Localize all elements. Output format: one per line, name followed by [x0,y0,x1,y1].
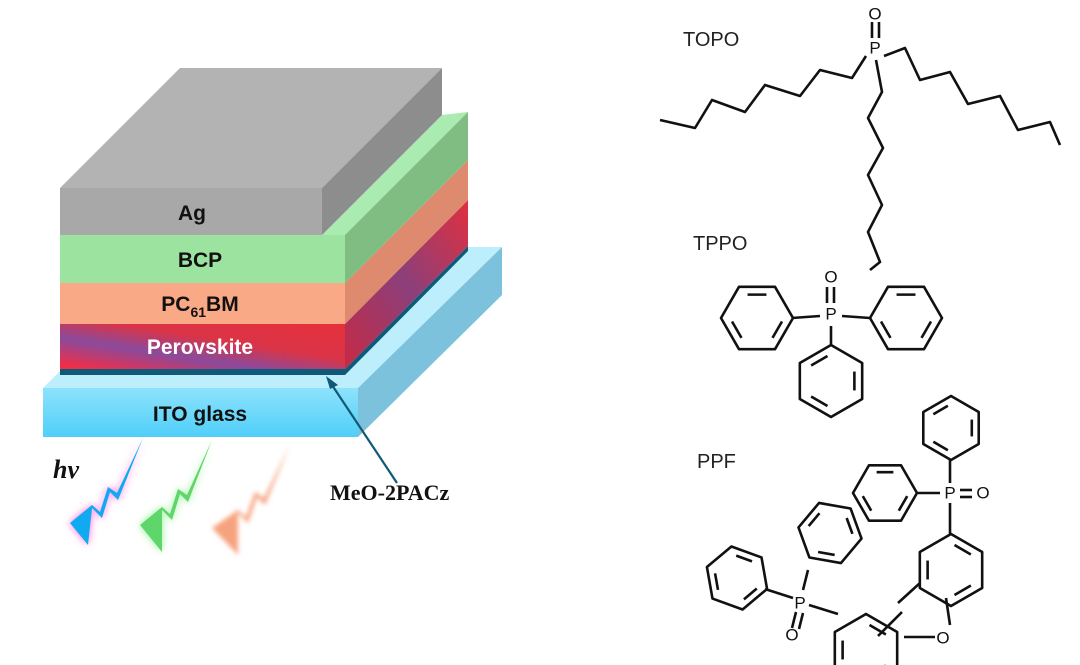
topo-oxygen: O [868,5,881,24]
double-bond [953,543,972,556]
double-bond [861,495,873,512]
double-bond [920,320,933,339]
double-bond [730,320,743,339]
aromatic-ring [918,532,984,608]
tppo-label: TPPO [693,233,747,255]
ppf-structure: O P P O O [705,394,990,665]
aromatic-ring [921,394,981,462]
double-bond [879,320,892,339]
topo-phosphorus: P [869,39,880,58]
double-bond [810,395,829,408]
double-bond [932,404,949,416]
double-bond [807,512,821,527]
double-bond [897,495,909,512]
perovskite-layer: Perovskite [60,200,468,369]
double-bond [817,550,835,557]
ag-label: Ag [178,202,206,225]
double-bond [932,440,949,452]
topo-label: TOPO [683,29,739,51]
tppo-oxygen: O [824,268,837,287]
ppf-furan-oxygen: O [936,629,949,648]
topo-structure: O P [659,5,1062,272]
aromatic-ring [798,343,864,419]
aromatic-ring [833,612,899,665]
ppf-oxygen-top: O [976,484,989,503]
bcp-label: BCP [178,249,222,272]
double-bond [868,623,887,636]
double-bond [771,320,784,339]
ito-glass-label: ITO glass [153,403,247,426]
aromatic-ring [719,285,795,351]
ppf-label: PPF [697,451,736,473]
blue-light-bolt-icon [70,438,143,545]
bcp-layer: BCP [60,112,468,283]
ag-layer: Ag [60,68,442,235]
double-bond [845,517,854,535]
tppo-structure: O P [719,268,944,419]
meo-2pacz-label: MeO-2PACz [330,480,450,505]
tppo-phosphorus: P [825,305,836,324]
pcbm-layer: PC61BM [60,160,468,324]
pcbm-label: PC61BM [161,293,238,320]
double-bond [735,554,753,563]
hv-label: hv [53,455,79,484]
aromatic-ring [797,501,863,565]
light-bolts [70,438,290,555]
double-bond [953,584,972,597]
ppf-phosphorus-top: P [944,484,955,503]
ppf-phosphorus-bottom: P [794,594,805,613]
meo-2pacz-arrow [326,376,398,484]
orange-light-bolt-icon [212,445,290,555]
aromatic-ring [868,285,944,351]
double-bond [713,573,720,591]
aromatic-ring [851,463,919,523]
perovskite-label: Perovskite [147,336,253,359]
aromatic-ring [705,545,769,611]
ppf-oxygen-bottom: O [785,626,798,645]
double-bond [810,354,829,367]
green-light-bolt-icon [140,440,212,552]
double-bond [743,587,758,601]
device-stack: ITO glass Perovskite PC61BM BCP [43,68,502,437]
